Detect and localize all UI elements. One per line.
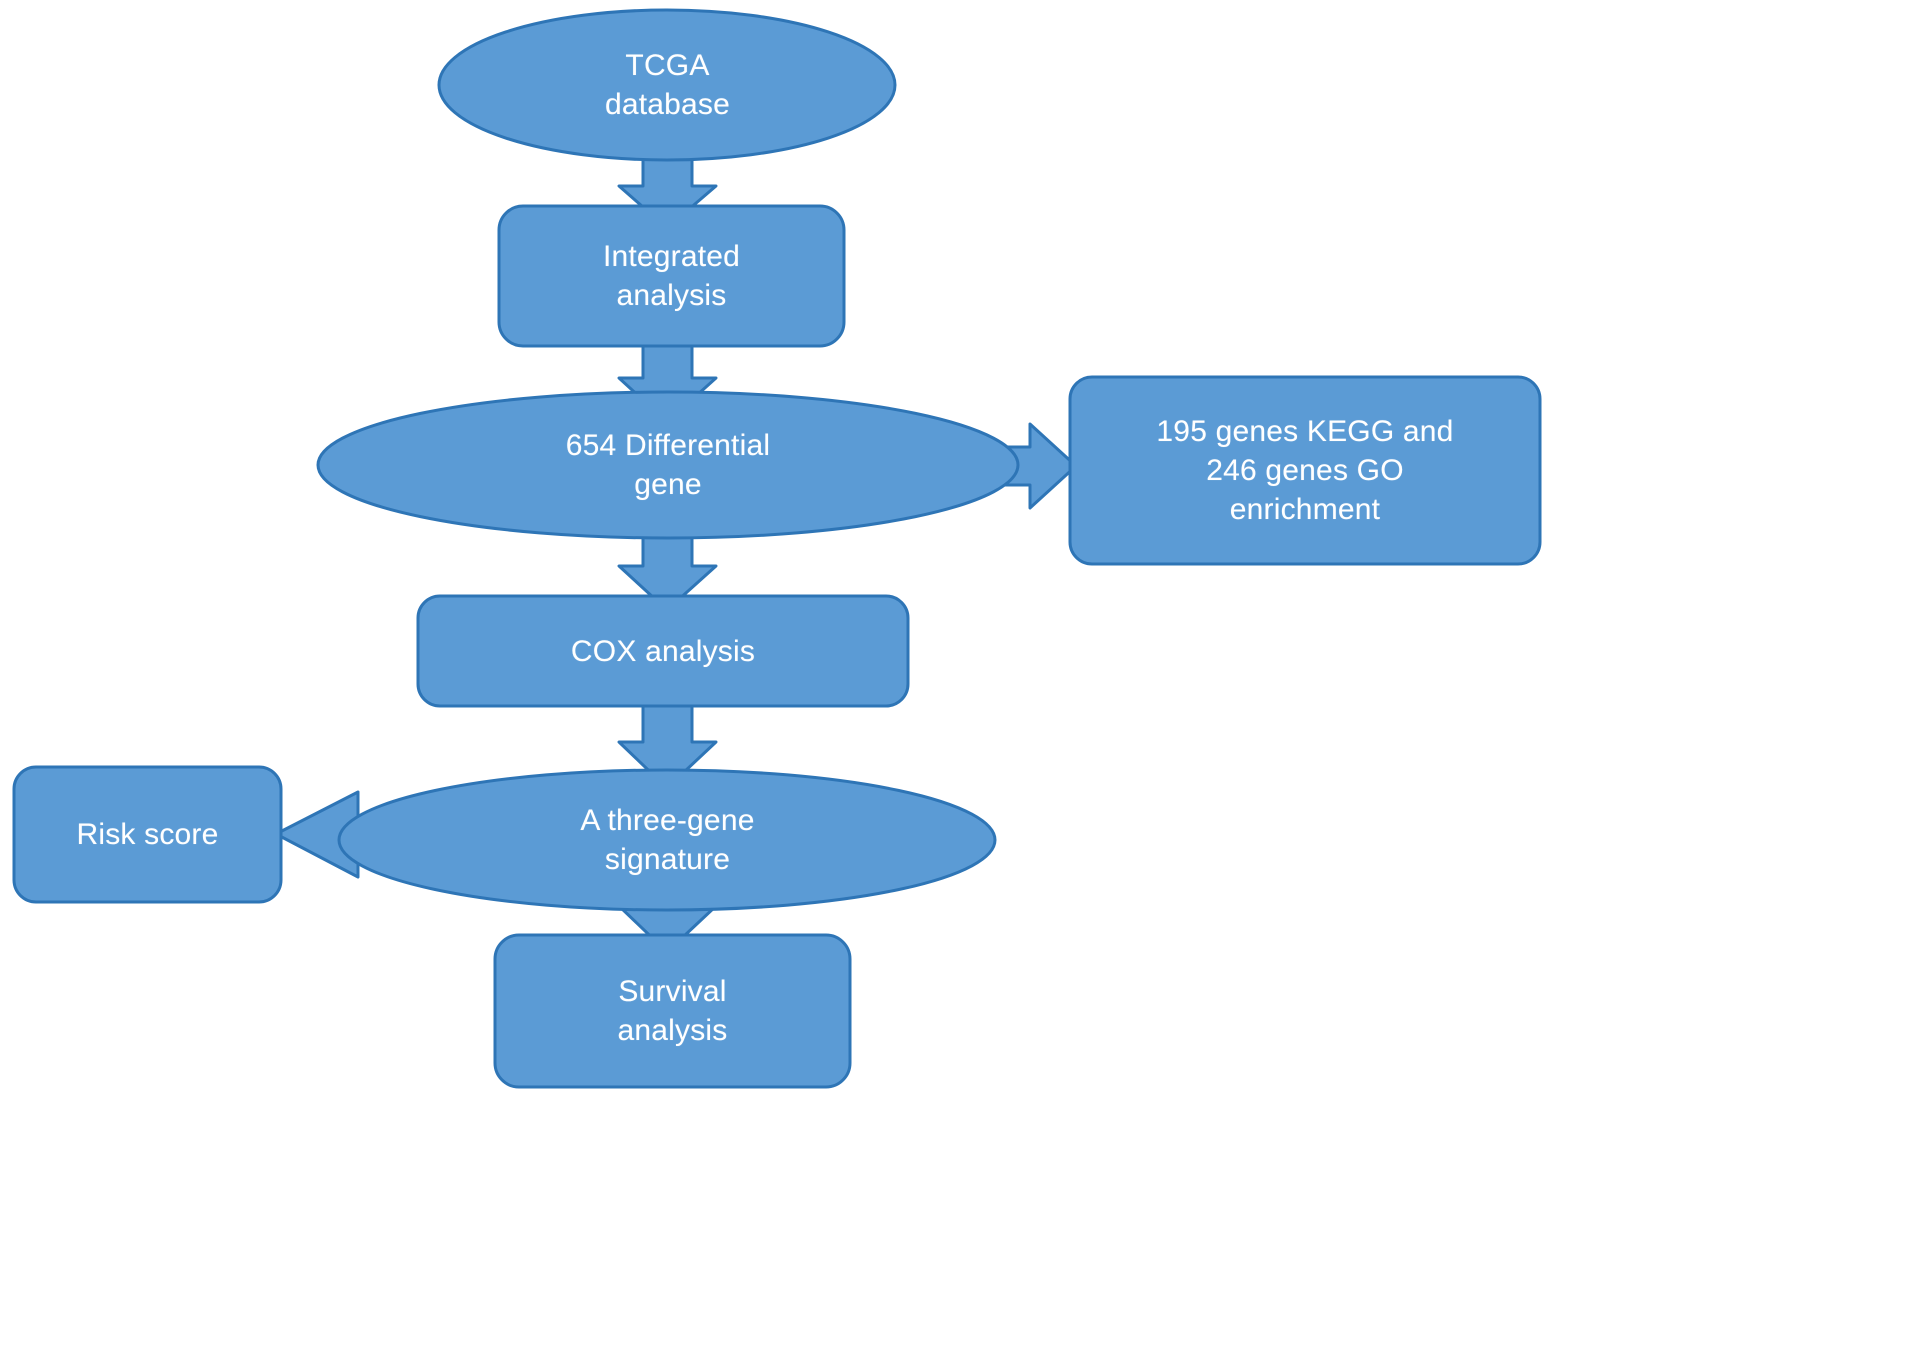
node-survival-analysis[interactable] [493, 933, 852, 1089]
node-kegg-go-enrichment[interactable] [1068, 375, 1542, 566]
node-tcga-database[interactable] [437, 8, 897, 162]
node-cox-analysis[interactable] [416, 594, 910, 708]
node-risk-score[interactable] [12, 765, 283, 904]
node-differential-gene[interactable] [316, 390, 1020, 540]
node-three-gene-signature[interactable] [337, 768, 997, 912]
node-integrated-analysis[interactable] [497, 204, 846, 348]
